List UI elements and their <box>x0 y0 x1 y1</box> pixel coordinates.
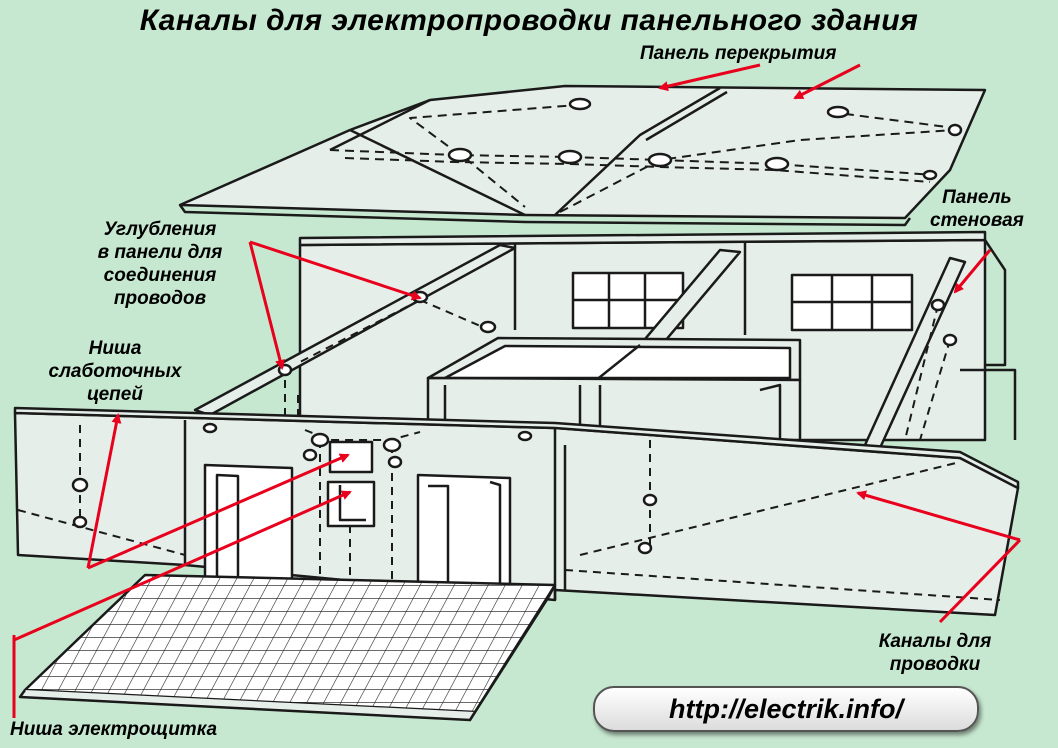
arrow-floor-2 <box>793 63 861 100</box>
arrow-recess-2 <box>248 241 285 370</box>
arrow-floor-1 <box>658 63 761 92</box>
floor-slab <box>178 84 987 227</box>
arrow-recess-1 <box>249 240 422 301</box>
arrow-panel-niche-2 <box>13 490 352 642</box>
arrow-low-current-1 <box>86 413 122 569</box>
label-recesses: Углубления в панели для соединения прово… <box>97 219 223 309</box>
front-wall <box>13 406 1020 617</box>
arrow-low-current-2 <box>87 453 350 570</box>
electrical-panel-niche <box>326 440 376 528</box>
arrow-channels-2 <box>938 538 1022 624</box>
label-low-current-niche: Ниша слаботочных цепей <box>48 338 182 405</box>
source-url-badge[interactable]: http://electrik.info/ <box>593 686 979 732</box>
diagram-title: Каналы для электропроводки панельного зд… <box>139 4 919 37</box>
label-wall-panel: Панель стеновая <box>930 187 1024 231</box>
reinforcement-mesh <box>18 573 557 722</box>
door-right <box>416 473 512 598</box>
label-floor-panel: Панель перекрытия <box>640 43 837 64</box>
label-wiring-channels: Каналы для проводки <box>878 631 992 675</box>
arrow-wall-panel <box>953 249 992 294</box>
label-panel-niche: Ниша электрощитка <box>10 719 218 740</box>
window-right <box>790 273 914 332</box>
window-left <box>571 271 685 330</box>
annotation-arrows <box>12 63 1022 718</box>
arrow-channels-1 <box>856 490 1021 542</box>
